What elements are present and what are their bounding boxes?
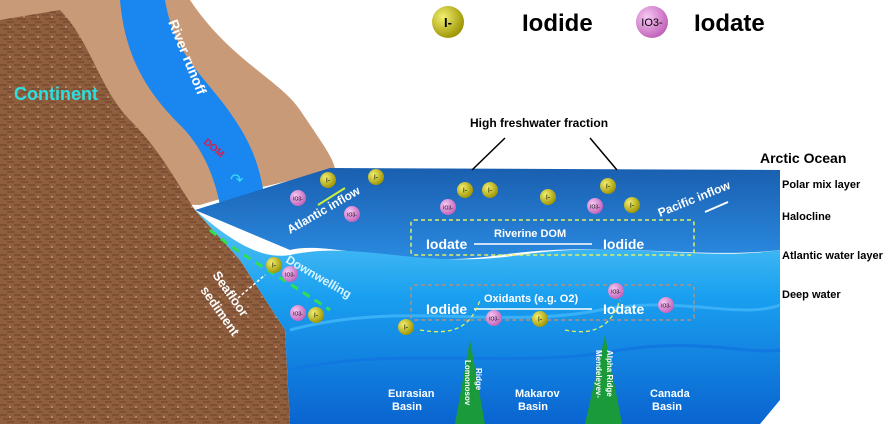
ion-symbol: IO3- [285, 273, 295, 279]
pacific-inflow-arrow-icon [704, 201, 729, 213]
process-upper-box [410, 219, 695, 256]
iodate-ion-icon [290, 190, 306, 206]
mendeleyev-ridge [585, 335, 622, 424]
legend-iodate-label: Iodate [694, 10, 765, 37]
ion-symbol: IO3- [293, 312, 303, 318]
high-freshwater-label: High freshwater fraction [470, 116, 608, 130]
iodate-ion-icon [587, 198, 603, 214]
layer-atlantic-water: Atlantic water layer [782, 250, 884, 262]
makarov-basin-label: Makarov [515, 388, 561, 400]
atlantic-inflow-arrow-icon [317, 187, 346, 206]
ion-symbol: IO3- [293, 197, 303, 203]
iodide-ion-icon [540, 189, 556, 205]
process-lower-from: Iodide [426, 301, 467, 317]
ion-symbol: I- [272, 263, 277, 270]
iodide-ion-icon [266, 257, 282, 273]
continent-label: Continent [14, 84, 98, 104]
process-lower-to: Iodate [603, 301, 644, 317]
process-lower-agent: Oxidants (e.g. O2) [484, 293, 578, 305]
makarov-basin-label-2: Basin [518, 401, 548, 413]
arctic-ocean-label: Arctic Ocean [760, 150, 846, 166]
ion-symbol: IO3- [443, 206, 453, 212]
process-upper-from: Iodate [426, 236, 467, 252]
iodide-ion-icon [532, 311, 548, 327]
ion-symbol: I- [546, 195, 551, 202]
legend-iodate-symbol: IO3- [641, 17, 663, 29]
ion-symbol: IO3- [611, 290, 621, 296]
layer-boundary [289, 303, 781, 332]
ion-symbol: I- [314, 313, 319, 320]
freshwater-pointer-lines [471, 137, 618, 171]
ion-symbol: I- [488, 188, 493, 195]
layer-deep-water: Deep water [782, 289, 841, 301]
layer-polar-mix: Polar mix layer [782, 179, 861, 191]
canada-basin-label-2: Basin [652, 401, 682, 413]
mendeleyev-ridge-label-2: Alpha Ridge [605, 350, 614, 397]
ion-symbol: I- [606, 184, 611, 191]
ion-symbol: I- [630, 203, 635, 210]
process-upper-agent: Riverine DOM [494, 228, 566, 240]
eurasian-basin-label-2: Basin [392, 401, 422, 413]
basin-labels: Eurasian Basin Makarov Basin Canada Basi… [388, 350, 691, 413]
legend: I- Iodide IO3- Iodate [432, 6, 765, 38]
iodide-ion-icon [600, 178, 616, 194]
lomonosov-ridge [455, 340, 485, 424]
ion-symbol: IO3- [590, 205, 600, 211]
iodide-ion-icon [624, 197, 640, 213]
layer-boundary [289, 344, 781, 372]
downwelling-arrow-icon [209, 228, 331, 312]
layer-halocline: Halocline [782, 211, 831, 223]
ion-symbol: I- [538, 317, 543, 324]
process-upper-to: Iodide [603, 236, 644, 252]
ion-symbol: I- [326, 178, 331, 185]
iodide-icon [432, 6, 464, 38]
oxidation-process: Iodide Oxidants (e.g. O2) Iodate [410, 284, 695, 333]
iodide-ion-icon [457, 182, 473, 198]
river [120, 0, 265, 205]
lomonosov-ridge-label-2: Ridge [474, 368, 483, 391]
iodate-ion-icon [486, 310, 502, 326]
iodate-ion-icon [440, 199, 456, 215]
iodate-ion-icon [290, 305, 306, 321]
canada-basin-label: Canada [650, 388, 691, 400]
lomonosov-ridge-label: Lomonosov [463, 360, 472, 406]
sediment-release-arrow-icon [237, 274, 266, 299]
ion-symbol: IO3- [489, 317, 499, 323]
iodate-ion-icon [658, 297, 674, 313]
iodide-ion-icon [308, 307, 324, 323]
iodide-ion-icon [482, 182, 498, 198]
iodate-ion-icon [344, 206, 360, 222]
layer-labels: Polar mix layer Halocline Atlantic water… [782, 179, 884, 301]
ion-symbol: I- [404, 325, 409, 332]
iodate-ion-icon [282, 266, 298, 282]
iodide-ion-icon [398, 319, 414, 335]
legend-iodide-label: Iodide [522, 10, 593, 37]
iodate-icon [636, 6, 668, 38]
process-lower-path-icon [419, 299, 621, 333]
iodate-ion-icon [608, 283, 624, 299]
ion-symbol: I- [374, 175, 379, 182]
ions: I- IO3- I- IO3- I- I- IO3- I- I- IO3- I- I- IO3- IO3-… [266, 169, 674, 335]
process-lower-box [410, 284, 695, 321]
riverine-dom-process: Iodate Riverine DOM Iodide [410, 219, 695, 256]
river-flow-arrow-icon: ↷ [230, 172, 244, 189]
ion-symbol: IO3- [661, 304, 671, 310]
mendeleyev-ridge-label: Mendeleyev- [594, 350, 603, 398]
continent-land [0, 10, 290, 424]
iodide-ion-icon [368, 169, 384, 185]
eurasian-basin-label: Eurasian [388, 388, 435, 400]
ion-symbol: IO3- [347, 213, 357, 219]
ion-symbol: I- [463, 188, 468, 195]
iodide-ion-icon [320, 172, 336, 188]
legend-iodide-symbol: I- [444, 15, 452, 30]
